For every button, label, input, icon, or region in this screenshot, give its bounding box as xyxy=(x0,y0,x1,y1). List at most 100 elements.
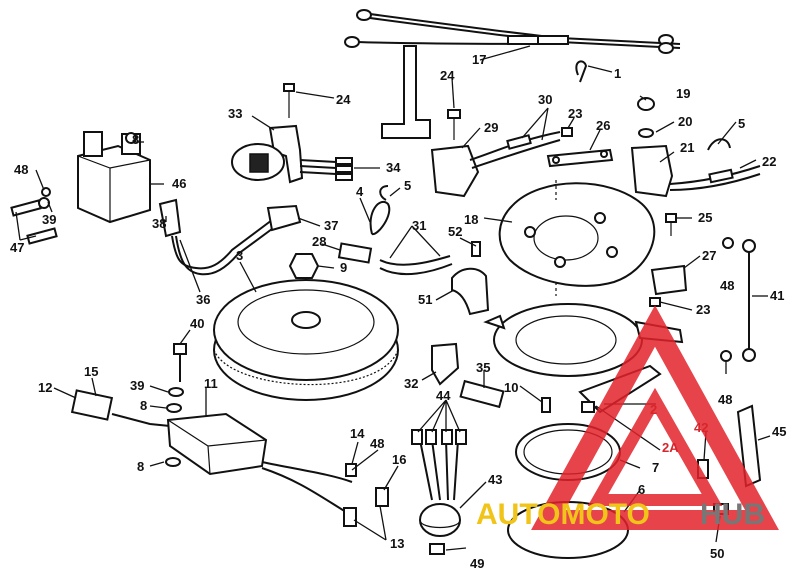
callout-label: 52 xyxy=(448,224,462,239)
part-15-terminal xyxy=(70,389,171,427)
watermark-text-hub: HUB xyxy=(700,498,765,531)
callout-label: 15 xyxy=(84,364,98,379)
callout-label: 48 xyxy=(14,162,28,177)
callout-label: 43 xyxy=(488,472,502,487)
callout-label: 7 xyxy=(652,460,659,475)
callout-label: 10 xyxy=(504,380,518,395)
watermark-text-main: AUTOMOTO xyxy=(476,498,650,531)
part-24-screw xyxy=(283,83,461,140)
callout-label: 23 xyxy=(696,302,710,317)
part-17-cable-harness xyxy=(344,9,681,139)
callout-label: 16 xyxy=(392,452,406,467)
part-41-rod xyxy=(720,237,756,362)
callout-label: 11 xyxy=(204,376,218,391)
part-49-screw xyxy=(429,543,445,555)
callout-label: 3 xyxy=(236,248,243,263)
callout-label: 1 xyxy=(614,66,621,81)
callout-label: 8 xyxy=(140,398,147,413)
callout-label: 12 xyxy=(38,380,52,395)
part-28-connector xyxy=(288,242,373,279)
callout-label: 35 xyxy=(476,360,490,375)
callout-label: 18 xyxy=(464,212,478,227)
callout-label: 40 xyxy=(190,316,204,331)
callout-label: 2A xyxy=(662,440,679,455)
part-32-sensor xyxy=(431,342,460,386)
part-33-coil-bracket xyxy=(231,124,353,184)
callout-label: 47 xyxy=(10,240,24,255)
callout-label: 33 xyxy=(228,106,242,121)
part-29-sensor xyxy=(430,131,561,198)
callout-label: 21 xyxy=(680,140,694,155)
part-31-tube xyxy=(379,255,451,266)
part-51-rectifier xyxy=(451,267,490,316)
callout-label: 8 xyxy=(132,132,139,147)
callout-label: 8 xyxy=(137,459,144,474)
part-40-screw xyxy=(173,343,187,382)
callout-label: 37 xyxy=(324,218,338,233)
part-35-bushing xyxy=(459,379,505,409)
callout-label: 20 xyxy=(678,114,692,129)
callout-label: 27 xyxy=(702,248,716,263)
part-10-screw xyxy=(541,397,551,413)
part-47-screws xyxy=(10,187,58,245)
callout-label: 6 xyxy=(638,482,645,497)
callout-label: 17 xyxy=(472,52,486,67)
callout-label: 19 xyxy=(676,86,690,101)
callout-label: 46 xyxy=(172,176,186,191)
watermark: AUTOMOTO HUB xyxy=(476,305,779,531)
callout-label: 48 xyxy=(370,436,384,451)
callout-label: 24 xyxy=(440,68,455,83)
callout-label: 45 xyxy=(772,424,786,439)
callout-label: 36 xyxy=(196,292,210,307)
callout-label: 34 xyxy=(386,160,401,175)
callout-label: 14 xyxy=(350,426,365,441)
callout-label: 31 xyxy=(412,218,426,233)
callout-label: 5 xyxy=(404,178,411,193)
callout-label: 5 xyxy=(738,116,745,131)
callout-label: 25 xyxy=(698,210,712,225)
part-36-spark-leads xyxy=(158,198,302,276)
part-5-clip-lower xyxy=(379,185,389,201)
callout-label: 38 xyxy=(152,216,166,231)
callout-label: 22 xyxy=(762,154,776,169)
callout-label: 32 xyxy=(404,376,418,391)
part-3-flywheel xyxy=(213,279,399,401)
part-18-timer-base xyxy=(498,180,656,296)
callout-label: 24 xyxy=(336,92,351,107)
callout-label: 48 xyxy=(718,392,732,407)
callout-label: 44 xyxy=(436,388,451,403)
part-27-bracket xyxy=(649,264,688,307)
part-25-screw xyxy=(665,213,677,236)
callout-label: 41 xyxy=(770,288,784,303)
part-21-switch xyxy=(630,144,761,198)
callout-label: 50 xyxy=(710,546,724,561)
callout-label: 26 xyxy=(596,118,610,133)
part-26-bracket xyxy=(546,127,614,168)
callout-label: 23 xyxy=(568,106,582,121)
callout-label: 29 xyxy=(484,120,498,135)
callout-label: 39 xyxy=(42,212,56,227)
callout-label: 42 xyxy=(694,420,708,435)
part-46-ignition-coil xyxy=(77,131,151,224)
callout-label: 4 xyxy=(356,184,364,199)
callout-label: 2 xyxy=(650,402,657,417)
callout-label: 48 xyxy=(720,278,734,293)
part-4-clip xyxy=(369,201,391,235)
part-11-power-pack xyxy=(166,412,268,476)
part-44-leads xyxy=(411,429,467,501)
callout-label: 30 xyxy=(538,92,552,107)
part-52-screw xyxy=(471,241,481,257)
part-43-solenoid xyxy=(419,503,461,537)
part-5-clip xyxy=(707,138,731,151)
callout-label: 13 xyxy=(390,536,404,551)
part-8-washers xyxy=(165,387,184,467)
callout-label: 28 xyxy=(312,234,326,249)
part-13-leads xyxy=(261,461,389,527)
callout-label: 51 xyxy=(418,292,432,307)
watermark-triangle-icon xyxy=(531,305,779,530)
part-19-screw xyxy=(637,97,655,138)
callout-label: 39 xyxy=(130,378,144,393)
